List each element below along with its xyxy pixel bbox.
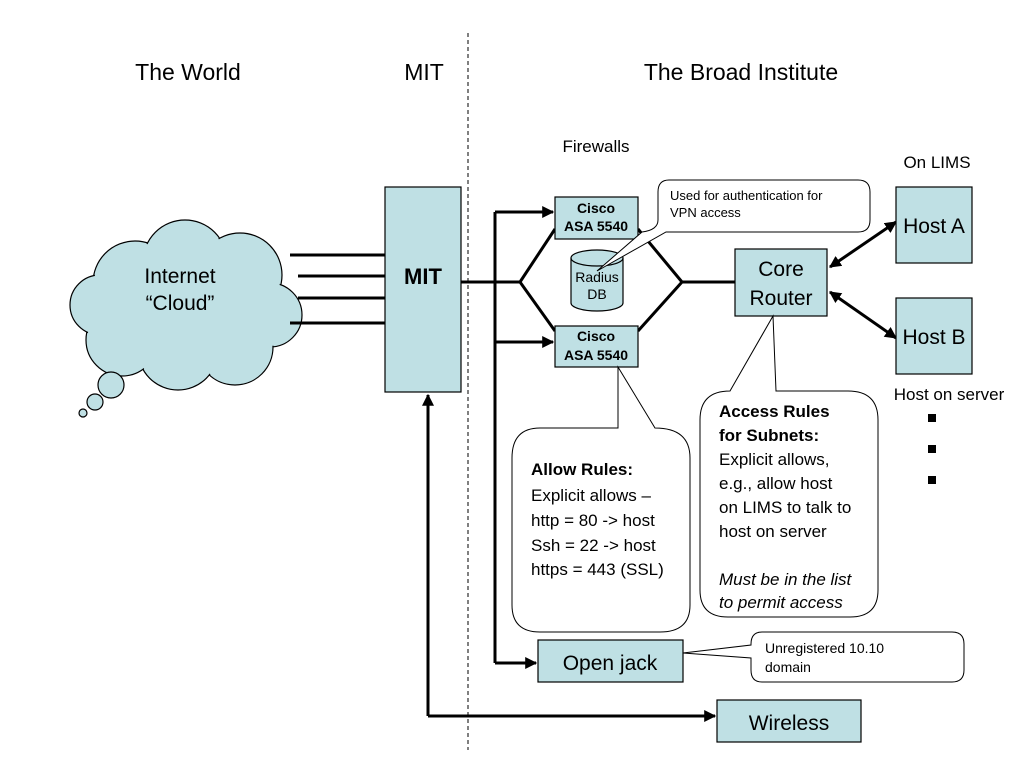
access-rules-line-4: host on server [719, 522, 827, 541]
header-mit: MIT [404, 59, 444, 85]
radius-db-line1: Radius [575, 269, 619, 285]
host-a-label: Host A [903, 215, 965, 238]
wireless-label: Wireless [749, 712, 830, 735]
cloud-mit-links [290, 253, 385, 325]
mit-box-label: MIT [404, 264, 442, 289]
callout-unregistered: Unregistered 10.10 domain [682, 631, 965, 683]
allow-rules-title: Allow Rules: [531, 460, 633, 479]
open-jack-label: Open jack [563, 652, 658, 675]
firewall-bottom-line2: ASA 5540 [564, 347, 628, 363]
access-rules-title2: for Subnets: [719, 426, 819, 445]
cloud-bubble-large [97, 371, 125, 399]
firewall-top-line1: Cisco [577, 200, 615, 216]
access-rules-line-2: e.g., allow host [719, 474, 833, 493]
access-rules-italic-1: Must be in the list [719, 570, 853, 589]
cloud-bubble-medium [86, 393, 104, 411]
cloud-bubble-small [78, 408, 88, 418]
label-on-lims: On LIMS [903, 153, 970, 172]
host-a [895, 186, 973, 264]
wireless-link [422, 393, 717, 722]
open-jack [537, 639, 684, 683]
router-host-links [829, 220, 897, 340]
label-host-on-server: Host on server [894, 385, 1005, 404]
callout-vpn-line2: VPN access [670, 205, 741, 220]
header-world: The World [135, 59, 241, 85]
allow-rules-line-1: Explicit allows – [531, 486, 652, 505]
allow-rules-line-2: http = 80 -> host [531, 511, 655, 530]
mit-box [384, 186, 462, 393]
access-rules-line-1: Explicit allows, [719, 450, 830, 469]
callout-access-rules: Access Rules for Subnets: Explicit allow… [699, 314, 879, 618]
radius-db-line2: DB [587, 286, 606, 302]
host-b [895, 297, 973, 375]
access-rules-line-3: on LIMS to talk to [719, 498, 851, 517]
access-rules-title1: Access Rules [719, 402, 830, 421]
callout-unregistered-line2: domain [765, 659, 811, 675]
wireless [716, 699, 862, 743]
firewall-bottom-line1: Cisco [577, 328, 615, 344]
callout-unregistered-line1: Unregistered 10.10 [765, 640, 884, 656]
more-hosts-bullets [928, 414, 936, 484]
cloud-label-line2: “Cloud” [146, 292, 215, 315]
firewall-links [461, 228, 735, 333]
firewall-top [554, 196, 639, 240]
callout-vpn-line1: Used for authentication for [670, 188, 823, 203]
header-broad: The Broad Institute [644, 59, 838, 85]
core-router-line1: Core [758, 258, 804, 281]
firewall-top-line2: ASA 5540 [564, 218, 628, 234]
internet-cloud: Internet “Cloud” [69, 219, 303, 418]
callout-allow-rules: Allow Rules: Explicit allows – http = 80… [511, 365, 691, 633]
allow-rules-line-4: https = 443 (SSL) [531, 560, 664, 579]
label-firewalls: Firewalls [562, 137, 629, 156]
cloud-label-line1: Internet [144, 265, 215, 288]
allow-rules-line-3: Ssh = 22 -> host [531, 536, 656, 555]
core-router [734, 248, 828, 317]
branch-line [493, 206, 555, 669]
core-router-line2: Router [749, 287, 812, 310]
firewall-bottom [554, 325, 639, 368]
host-b-label: Host B [902, 326, 965, 349]
callout-vpn: Used for authentication for VPN access [596, 179, 871, 272]
access-rules-italic-2: to permit access [719, 593, 843, 612]
